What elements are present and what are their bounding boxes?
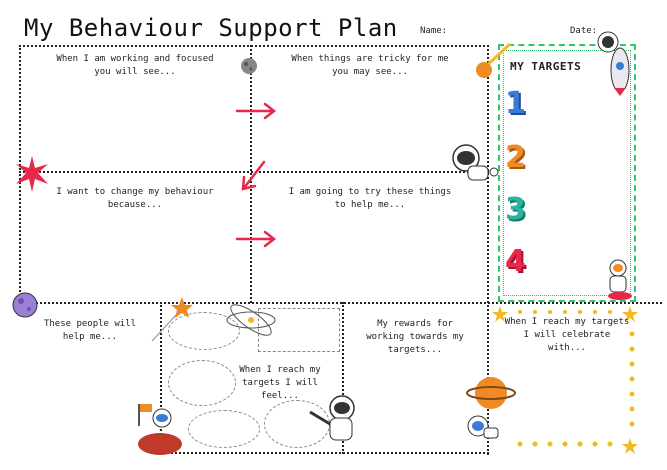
section-change: I want to change my behaviour because... [56,187,214,210]
thought-bubble [168,360,236,406]
astronaut-icon [309,395,355,441]
astronaut-flag-icon [138,404,182,455]
section-tricky: When things are tricky for me you may se… [291,54,449,77]
atom-icon [226,304,276,336]
vertical-divider-right [487,45,489,455]
shooting-star-icon [151,297,193,342]
saturn-icon [466,377,516,409]
astronaut-rocket-icon [597,31,630,96]
target-number-3: 3 [505,192,526,227]
star-icon [622,306,638,322]
arrow-right-icon [235,102,277,120]
horizontal-divider-1 [19,171,489,173]
star-burst-icon [16,156,48,192]
target-number-4: 4 [505,244,526,279]
arrows-group [235,102,277,248]
horizontal-divider-2 [19,302,662,304]
section-celebrate: When I reach my targets I will celebrate… [504,317,630,353]
astronaut-rocket-icon [608,259,632,300]
arrow-right-icon-2 [235,230,277,248]
page-title: My Behaviour Support Plan [24,14,398,42]
planet-icon [12,292,38,318]
section-people: These people will help me... [43,319,137,342]
bottom-border [160,452,489,454]
star-icon [492,306,508,322]
vertical-divider-bottom-1 [160,302,162,454]
comet-icon [476,42,512,78]
star-icon [622,438,638,454]
vertical-divider-bottom-2 [342,302,344,454]
targets-inner-frame [503,50,631,296]
arrow-diagonal-icon [241,160,266,191]
thought-bubble [188,410,260,448]
name-label: Name: [420,26,448,36]
targets-frame [498,44,636,302]
astronaut-icon [452,144,499,181]
left-border-mid [19,171,21,303]
target-number-2: 2 [505,140,526,175]
targets-title: MY TARGETS [510,60,582,73]
planet-icon [241,58,257,74]
section-focused: When I am working and focused you will s… [56,54,214,77]
section-try: I am going to try these things to help m… [288,187,452,210]
star-border [492,306,638,454]
target-number-1: 1 [505,86,526,121]
speech-box [258,308,340,352]
vertical-divider-top [250,45,252,303]
astronaut-icon [467,415,499,439]
date-label: Date: [570,26,598,36]
section-rewards: My rewards for working towards my target… [366,319,464,355]
section-feel: When I reach my targets I will feel... [239,365,321,401]
